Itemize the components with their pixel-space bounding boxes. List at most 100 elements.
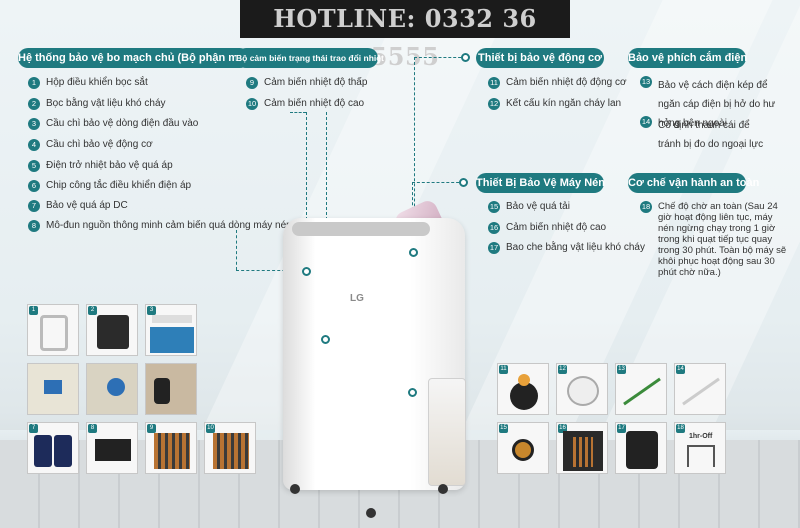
item-text: Cảm biến nhiệt độ cao [264, 98, 365, 109]
thumb-number: 13 [617, 365, 626, 374]
thumbnail-part: 16 [556, 422, 608, 474]
list-item: 8 Mô-đun nguồn thông minh cảm biến quá dò… [28, 220, 292, 232]
item-number: 13 [640, 76, 652, 88]
list-item: 4 Cầu chì bảo vệ động cơ [28, 139, 153, 151]
list-item: 14 Cố định thanh cái để tránh bị đo do ng… [640, 116, 770, 154]
thumbnail-part: 7 [27, 422, 79, 474]
item-text: Cảm biến nhiệt độ cao [506, 222, 607, 233]
item-text: Cầu chì bảo vệ động cơ [46, 139, 153, 150]
thumb-number: 1 [29, 306, 38, 315]
connector-dot [302, 267, 311, 276]
thumbnail-part: 12 [556, 363, 608, 415]
thumb-number: 9 [147, 424, 156, 433]
list-item: 12 Kết cấu kín ngăn cháy lan [488, 98, 621, 110]
wheel [290, 484, 300, 494]
thumbnail-part: 17 [615, 422, 667, 474]
thumb-number: 17 [617, 424, 626, 433]
thumb-number: 10 [206, 424, 215, 433]
safety-title: Cơ chế vận hành an toàn [628, 173, 759, 193]
connector-line [414, 57, 415, 252]
item-text: Bảo vệ cách điện kép để ngăn cáp điện bị… [658, 80, 776, 129]
item-number: 14 [640, 116, 652, 128]
plug-title: Bảo vệ phích cắm điện [628, 48, 747, 68]
item-number: 6 [28, 180, 40, 192]
thumbnail-part: 14 [674, 363, 726, 415]
connector-line [414, 57, 466, 58]
item-number: 1 [28, 77, 40, 89]
thumbnail-part: 5 [86, 363, 138, 415]
connector-dot [408, 388, 417, 397]
list-item: 13 Bảo vệ cách điện kép để ngăn cáp điện … [640, 76, 792, 133]
thumbnail-part: 18 1hr-Off [674, 422, 726, 474]
hotline-banner: HOTLINE: 0332 36 5555 [240, 0, 570, 71]
item-number: 5 [28, 160, 40, 172]
thumb-number: 3 [147, 306, 156, 315]
item-number: 16 [488, 222, 500, 234]
connector-line [236, 230, 237, 270]
item-number: 7 [28, 200, 40, 212]
thumbnail-part: 1 [27, 304, 79, 356]
item-number: 4 [28, 139, 40, 151]
item-text: Kết cấu kín ngăn cháy lan [506, 98, 622, 109]
item-number: 10 [246, 98, 258, 110]
connector-line [290, 112, 306, 113]
item-text: Mô-đun nguồn thông minh cảm biến quá dòn… [46, 220, 292, 231]
item-number: 15 [488, 201, 500, 213]
connector-line [236, 270, 306, 271]
item-number: 18 [640, 201, 652, 213]
item-number: 3 [28, 118, 40, 130]
connector-dot [321, 335, 330, 344]
thumb-number: 7 [29, 424, 38, 433]
list-item: 3 Cầu chì bảo vệ dòng điện đầu vào [28, 118, 198, 130]
list-item: 1 Hộp điều khiển bọc sắt [28, 77, 148, 89]
thumbnail-part: 11 [497, 363, 549, 415]
thumb-18-label: 1hr-Off [689, 433, 713, 440]
connector-line [306, 112, 307, 270]
thumb-number: 16 [558, 424, 567, 433]
thumb-number: 12 [558, 365, 567, 374]
main-board-title: Hệ thống bảo vệ bo mạch chủ (Bộ phận mạc… [18, 48, 261, 68]
thumb-number: 2 [88, 306, 97, 315]
item-text: Bọc bằng vật liệu khó cháy [46, 98, 166, 109]
item-text: Cảm biến nhiệt độ thấp [264, 77, 368, 88]
thumb-number: 18 [676, 424, 685, 433]
item-text: Bao che bằng vật liệu khó cháy [506, 242, 645, 253]
item-number: 17 [488, 242, 500, 254]
item-text: Cố định thanh cái để tránh bị đo do ngoạ… [658, 120, 764, 150]
thumbnail-part: 6 [145, 363, 197, 415]
item-text: Cầu chì bảo vệ dòng điện đầu vào [46, 118, 199, 129]
thumbnail-part: 10 [204, 422, 256, 474]
brand-logo: LG [350, 293, 364, 304]
thumbnail-part: 13 [615, 363, 667, 415]
item-text: Hộp điều khiển bọc sắt [46, 77, 148, 88]
water-tank [428, 378, 466, 486]
thumbnail-part: 15 [497, 422, 549, 474]
item-text: Điện trở nhiệt bảo vệ quá áp [46, 160, 173, 171]
dehumidifier-top-vent [292, 222, 430, 236]
connector-line [412, 182, 464, 183]
item-number: 8 [28, 220, 40, 232]
thumb-number: 15 [499, 424, 508, 433]
connector-dot [459, 178, 468, 187]
thumbnail-part: 8 [86, 422, 138, 474]
item-text: Chip công tắc điều khiển điện áp [46, 180, 192, 191]
item-number: 12 [488, 98, 500, 110]
connector-dot [461, 53, 470, 62]
list-item: 16 Cảm biến nhiệt độ cao [488, 222, 606, 234]
thumb-number: 14 [676, 365, 685, 374]
list-item: 6 Chip công tắc điều khiển điện áp [28, 180, 191, 192]
thumb-number: 11 [499, 365, 508, 374]
thumbnail-part: 9 [145, 422, 197, 474]
compressor-title: Thiết Bị Bảo Vệ Máy Nén [476, 173, 605, 193]
thumbnail-part: 4 [27, 363, 79, 415]
item-number: 11 [488, 77, 500, 89]
sensor-title: Bộ cảm biến trạng thái trao đổi nhiệt [236, 48, 384, 68]
motor-title: Thiết bị bảo vệ động cơ [476, 48, 604, 68]
thumb-number: 8 [88, 424, 97, 433]
list-item: 17 Bao che bằng vật liệu khó cháy [488, 242, 645, 254]
